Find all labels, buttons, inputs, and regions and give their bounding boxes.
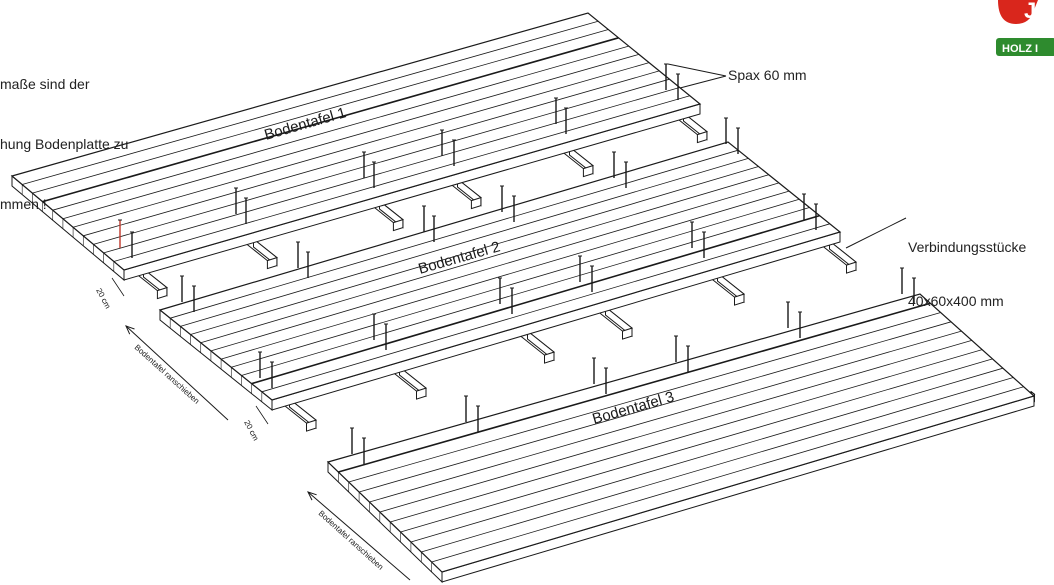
block-side	[544, 351, 555, 364]
board-seam	[180, 157, 749, 327]
logo-mark-icon: J HOLZ I	[996, 0, 1054, 56]
board-seam	[22, 20, 599, 185]
note-line: maße sind der	[0, 76, 90, 92]
dimension-label: 20 cm	[242, 419, 260, 443]
spax-leader	[679, 75, 727, 89]
arrow-head	[307, 491, 317, 501]
arrow-head	[125, 325, 135, 335]
board-seam	[348, 312, 941, 483]
board-seam	[83, 70, 660, 237]
spax-callout: Spax 60 mm	[728, 67, 807, 83]
board-seam	[170, 149, 739, 319]
board-seam	[390, 349, 983, 523]
connector-block	[516, 329, 556, 364]
floor-panel	[158, 117, 858, 432]
note-line: hung Bodenplatte zu	[0, 136, 129, 152]
panel-top	[326, 293, 1036, 573]
board-seam	[220, 190, 790, 360]
svg-text:J: J	[1024, 0, 1036, 23]
connector-block	[594, 305, 634, 340]
push-arrow	[307, 491, 411, 581]
floor-panels	[10, 12, 1036, 584]
board-seam	[52, 45, 629, 211]
board-seam	[369, 330, 962, 503]
spax-leader	[667, 63, 727, 77]
board-seam	[338, 302, 931, 473]
board-seam	[358, 321, 952, 493]
board-seam	[42, 37, 619, 203]
instruction-note: maße sind der hung Bodenplatte zu mmen !	[0, 34, 128, 234]
board-seam	[190, 166, 759, 335]
board-seam	[410, 367, 1004, 543]
board-seam	[72, 62, 650, 228]
block-side	[846, 261, 857, 274]
board-seam	[210, 182, 780, 352]
block-side	[622, 327, 633, 340]
dimension-line	[255, 405, 269, 425]
board-seam	[93, 78, 670, 245]
board-seam	[113, 95, 690, 262]
dimension-label: 20 cm	[94, 287, 112, 311]
svg-text:HOLZ I: HOLZ I	[1002, 43, 1038, 55]
block-side	[156, 286, 168, 300]
board-seam	[251, 214, 820, 385]
block-side	[306, 419, 317, 432]
connector-block	[818, 239, 858, 274]
connector-callout-line1: Verbindungsstücke	[908, 239, 1027, 255]
push-arrow	[125, 325, 229, 421]
connector-callout-line2: 40x60x400 mm	[908, 293, 1004, 309]
board-seam	[62, 53, 640, 220]
floor-panel	[10, 12, 708, 300]
block-side	[416, 387, 427, 400]
board-seam	[241, 207, 810, 376]
dimension-line	[111, 277, 125, 297]
board-seam	[32, 29, 609, 194]
brand-logo: J HOLZ I	[994, 0, 1054, 60]
board-seam	[231, 198, 800, 368]
block-side	[582, 164, 594, 178]
board-seam	[200, 174, 769, 344]
board-seam	[400, 358, 993, 533]
note-line: mmen !	[0, 196, 47, 212]
arrow-label: Bodentafel ranschieben	[317, 509, 385, 572]
panel-top	[10, 12, 702, 271]
block-side	[266, 256, 278, 270]
block-side	[734, 293, 745, 306]
arrow-label: Bodentafel ranschieben	[133, 343, 201, 406]
board-seam	[431, 386, 1024, 563]
block-side	[392, 218, 404, 232]
connector-block	[242, 237, 278, 270]
block-side	[696, 130, 708, 144]
board-seam	[261, 223, 830, 393]
board-seam	[421, 377, 1014, 553]
connector-block	[278, 397, 318, 432]
connector-callout: Verbindungsstücke 40x60x400 mm	[908, 202, 1026, 328]
board-seam	[379, 339, 972, 513]
panel-top	[158, 141, 842, 401]
board-seam	[103, 87, 680, 254]
block-side	[470, 196, 482, 210]
connector-leader	[845, 217, 907, 249]
floor-panel	[326, 267, 1036, 584]
